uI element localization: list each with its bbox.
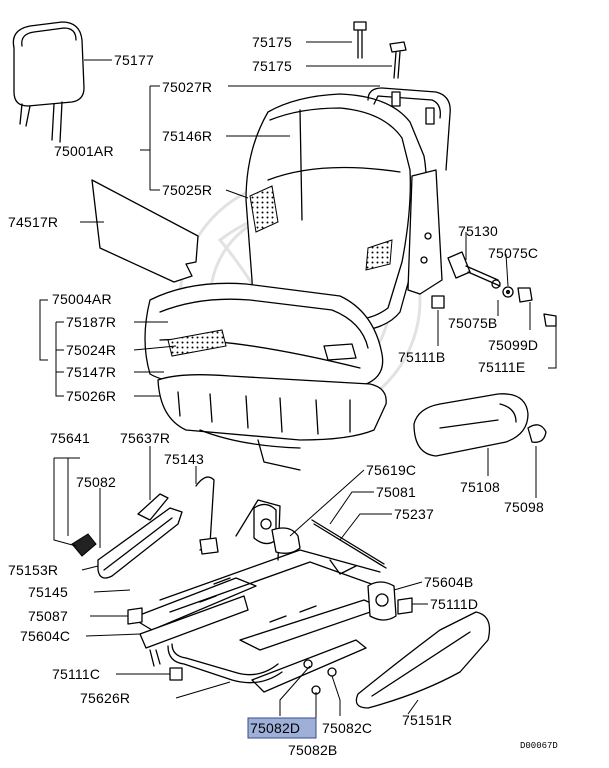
seat-back-frame [367,87,451,295]
label-75081: 75081 [376,484,416,500]
label-75143: 75143 [164,451,204,467]
label-75151R: 75151R [402,712,452,728]
label-75111C: 75111C [52,666,100,682]
label-75024R: 75024R [66,342,116,358]
lever-75637R [137,493,169,521]
guide-bolt-lower [389,41,407,79]
bolt-75111B [431,295,445,309]
label-75087: 75087 [28,608,68,624]
label-75130: 75130 [458,223,498,239]
bolt-75111C [169,667,183,681]
label-75145: 75145 [28,584,68,600]
label-75237: 75237 [394,506,434,522]
label-75153R: 75153R [8,562,58,578]
label-75027R: 75027R [162,79,212,95]
bolt-75087 [127,607,143,625]
seat-cushion-pad [157,374,387,471]
label-75175-lower: 75175 [252,58,292,74]
spring-rod-75237 [311,519,387,569]
label-75111D: 75111D [430,596,478,612]
headrest [12,21,85,143]
label-75604B: 75604B [424,574,473,590]
label-75146R: 75146R [162,128,212,144]
label-75177: 75177 [114,52,154,68]
knob-75641 [71,533,97,557]
side-cover-75153R [97,507,183,579]
label-75175-upper: 75175 [252,34,292,50]
label-75619C: 75619C [366,462,416,478]
bolt-75111D [397,597,413,615]
seat-adjuster-frame [131,499,397,693]
diagram-code: D00067D [520,741,558,751]
label-75187R: 75187R [66,314,116,330]
label-75001AR: 75001AR [54,143,114,159]
seat-cushion [144,282,384,389]
label-75026R: 75026R [66,388,116,404]
label-75004AR: 75004AR [52,291,112,307]
seat-back [245,93,427,333]
highlight-box-75082D [247,717,317,739]
label-75082C: 75082C [322,720,372,736]
belt-anchor-75143 [195,476,219,555]
cap-75098 [527,424,547,443]
label-75082B: 75082B [288,742,337,758]
label-75082D[interactable]: 75082D [250,720,300,736]
leader-lines [39,41,557,738]
seat-back-board [91,179,199,283]
label-75099D: 75099D [488,337,538,353]
side-shield-75108 [413,393,529,457]
label-75075C: 75075C [488,245,538,261]
label-75111E: 75111E [478,359,525,375]
recliner-shaft [447,251,557,327]
label-75637R: 75637R [120,430,170,446]
side-shield-75151R [355,611,491,709]
guide-bolt-upper [353,21,367,59]
label-74517R: 74517R [8,214,58,230]
label-75111B: 75111B [398,349,445,365]
slide-lever-75626R [167,643,283,684]
label-75604C: 75604C [20,628,70,644]
label-75626R: 75626R [80,690,130,706]
label-75147R: 75147R [66,364,116,380]
label-75025R: 75025R [162,182,212,198]
label-75098: 75098 [504,499,544,515]
label-75108: 75108 [460,479,500,495]
label-75075B: 75075B [448,315,497,331]
recliner-disc-75619C [271,527,301,554]
label-75082: 75082 [76,474,116,490]
label-75641: 75641 [50,430,90,446]
